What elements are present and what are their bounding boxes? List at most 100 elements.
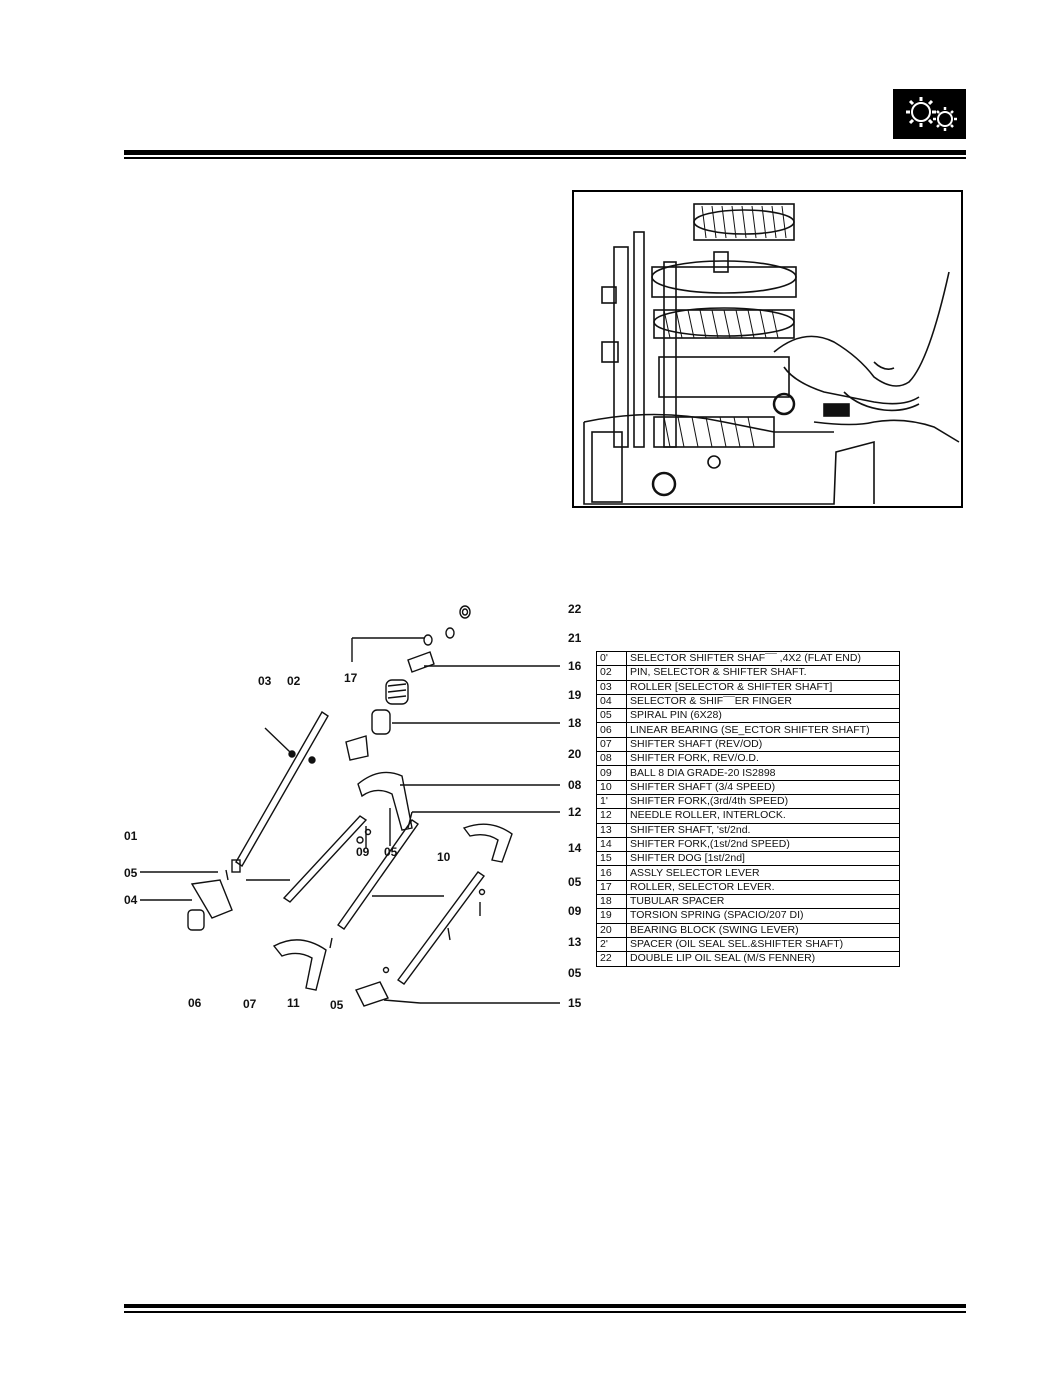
part-linear-bearing [187, 909, 205, 931]
part-number: 03 [596, 679, 627, 695]
part-description: SPIRAL PIN (6X28) [626, 708, 900, 724]
parts-list-table: 0'SELECTOR SHIFTER SHAF¯¯ ,4X2 (FLAT END… [596, 650, 900, 967]
callout-05-c: 05 [568, 875, 582, 889]
part-selector-finger [190, 879, 233, 919]
part-number: 12 [596, 808, 627, 824]
part-description: ASSLY SELECTOR LEVER [626, 865, 900, 881]
part-torsion-spring [385, 679, 409, 705]
part-description: LINEAR BEARING (SE_ECTOR SHIFTER SHAFT) [626, 722, 900, 738]
part-number: 02 [596, 665, 627, 681]
callout-05-d: 05 [568, 966, 582, 980]
callout-19: 19 [568, 688, 582, 702]
part-number: 06 [596, 722, 627, 738]
callout-22: 22 [568, 602, 582, 616]
callout-05-a: 05 [384, 845, 398, 859]
callout-10: 10 [437, 850, 451, 864]
callout-11: 11 [287, 996, 300, 1010]
part-shifter-shaft-13 [396, 871, 486, 985]
part-description: BEARING BLOCK (SWING LEVER) [626, 922, 900, 938]
gearbox-assembly-photo [572, 190, 963, 508]
callout-05-b: 05 [124, 866, 138, 880]
callout-05-e: 05 [330, 998, 344, 1012]
part-number: 04 [596, 693, 627, 710]
part-shifter-fork-08 [357, 771, 413, 831]
callout-17: 17 [344, 671, 358, 685]
callout-14: 14 [568, 841, 582, 855]
part-tubular-spacer [371, 709, 391, 735]
callout-01: 01 [124, 829, 138, 843]
callout-09-a: 09 [356, 845, 370, 859]
part-number: 16 [596, 865, 627, 881]
table-row: 1'SHIFTER FORK,(3rd/4th SPEED) [596, 793, 900, 810]
gears-icon [893, 89, 966, 139]
part-shifter-fork-14 [462, 823, 513, 863]
callout-07: 07 [243, 997, 257, 1011]
part-number: 14 [596, 836, 627, 853]
part-description: SHIFTER SHAFT, 'st/2nd. [626, 822, 900, 838]
callout-04: 04 [124, 893, 138, 907]
part-number: 08 [596, 751, 627, 767]
part-number: 0' [596, 650, 627, 667]
part-description: ROLLER, SELECTOR LEVER. [626, 879, 900, 896]
part-description: BALL 8 DIA GRADE-20 IS2898 [626, 765, 900, 781]
callout-16: 16 [568, 659, 582, 673]
part-description: SHIFTER SHAFT (3/4 SPEED) [626, 779, 900, 795]
part-oil-seal [459, 605, 471, 619]
part-selector-lever [407, 651, 435, 673]
part-number: 09 [596, 765, 627, 781]
part-shifter-shaft-10 [337, 819, 419, 930]
header-rule-thin [124, 157, 966, 159]
part-description: PIN, SELECTOR & SHIFTER SHAFT. [626, 665, 900, 681]
part-number: 10 [596, 779, 627, 795]
part-number: 07 [596, 736, 627, 753]
callout-12: 12 [568, 805, 582, 819]
part-number: 2' [596, 936, 627, 953]
part-number: 15 [596, 851, 627, 867]
footer-rule-thin [124, 1311, 966, 1313]
part-description: SHIFTER FORK,(3rd/4th SPEED) [626, 793, 900, 810]
part-number: 20 [596, 922, 627, 938]
callout-13: 13 [568, 935, 582, 949]
table-row: 0'SELECTOR SHIFTER SHAF¯¯ ,4X2 (FLAT END… [596, 650, 900, 667]
part-description: SHIFTER SHAFT (REV/OD) [626, 736, 900, 753]
part-description: DOUBLE LIP OIL SEAL (M/S FENNER) [626, 951, 900, 967]
callout-03: 03 [258, 674, 272, 688]
footer-rule-thick [124, 1304, 966, 1308]
part-description: ROLLER [SELECTOR & SHIFTER SHAFT] [626, 679, 900, 695]
part-spacer [445, 627, 455, 639]
table-row: 2'SPACER (OIL SEAL SEL.&SHIFTER SHAFT) [596, 936, 900, 953]
callout-15: 15 [568, 996, 582, 1010]
part-number: 13 [596, 822, 627, 838]
part-number: 17 [596, 879, 627, 896]
callout-18: 18 [568, 716, 582, 730]
part-description: SHIFTER FORK, REV/O.D. [626, 751, 900, 767]
part-description: SELECTOR & SHIF¯¯ER FINGER [626, 693, 900, 710]
part-description: SPACER (OIL SEAL SEL.&SHIFTER SHAFT) [626, 936, 900, 953]
callout-09-b: 09 [568, 904, 582, 918]
part-shifter-fork-11 [272, 939, 327, 991]
part-number: 05 [596, 708, 627, 724]
callout-08: 08 [568, 778, 582, 792]
callout-02: 02 [287, 674, 301, 688]
part-number: 19 [596, 908, 627, 924]
